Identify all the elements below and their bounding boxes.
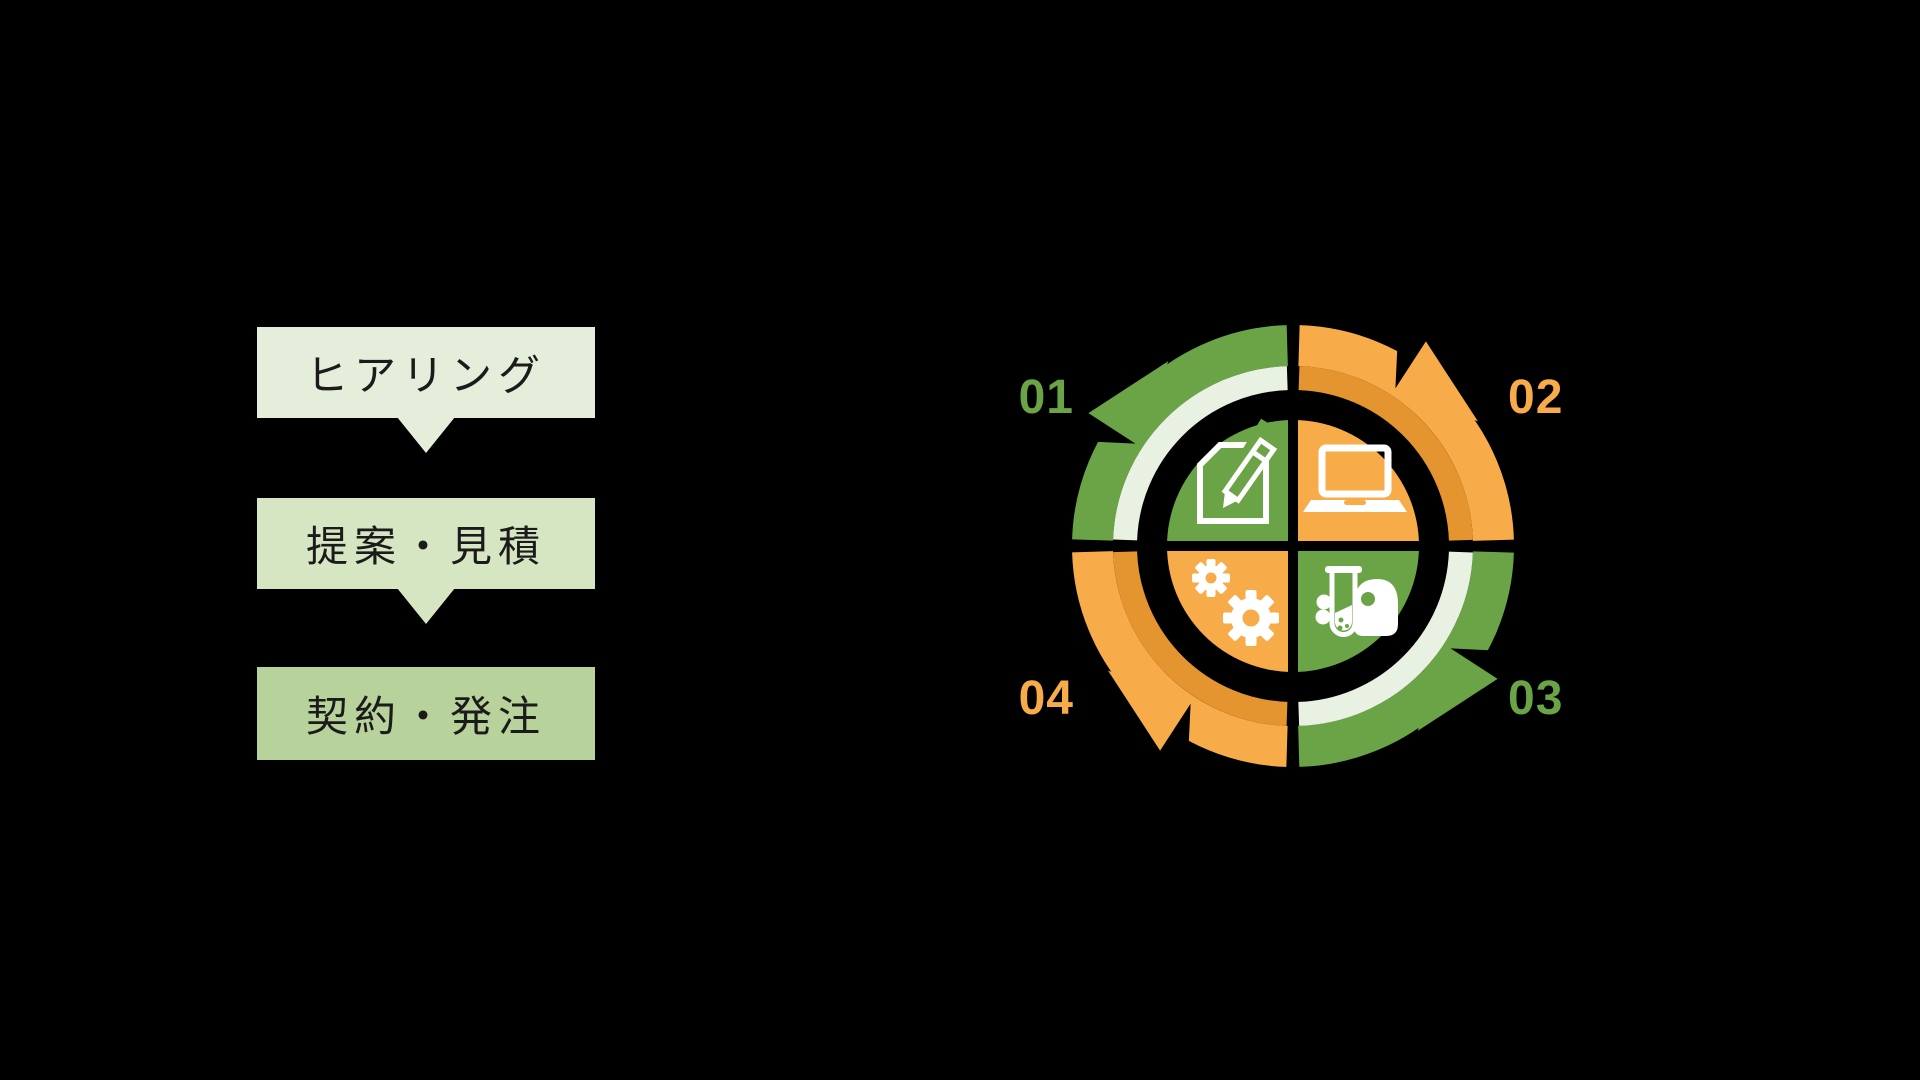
cycle-arrow-icon: [1108, 670, 1194, 751]
flow-step-hearing: ヒアリング: [257, 327, 595, 453]
cycle-arrow-icon: [1088, 361, 1169, 447]
cycle-diagram: [1066, 319, 1520, 773]
flow-step-contract-order: 契約・発注: [257, 667, 595, 760]
cycle-step-number-03: 03: [1508, 672, 1564, 725]
test-tube-hand-icon: [1315, 566, 1398, 637]
cycle-step-number-01: 01: [1018, 371, 1074, 424]
flow-step-label: 契約・発注: [305, 692, 546, 741]
flow-step-label: ヒアリング: [305, 351, 546, 400]
cycle-step-number-04: 04: [1018, 672, 1074, 725]
cycle-arrow-icon: [1417, 645, 1498, 731]
document-pencil-icon: [1197, 418, 1285, 524]
flow-step-proposal-estimate: 提案・見積: [257, 498, 595, 624]
flow-step-label: 提案・見積: [305, 522, 546, 571]
cycle-arrow-icon: [1392, 341, 1478, 422]
cycle-arrowheads: [1066, 319, 1520, 773]
cycle-outer-ring: [1072, 325, 1514, 767]
cycle-step-number-02: 02: [1508, 371, 1564, 424]
arrow-down-icon: [397, 417, 455, 453]
laptop-icon: [1303, 444, 1407, 512]
arrow-down-icon: [397, 588, 455, 624]
gears-icon: [1192, 559, 1279, 646]
